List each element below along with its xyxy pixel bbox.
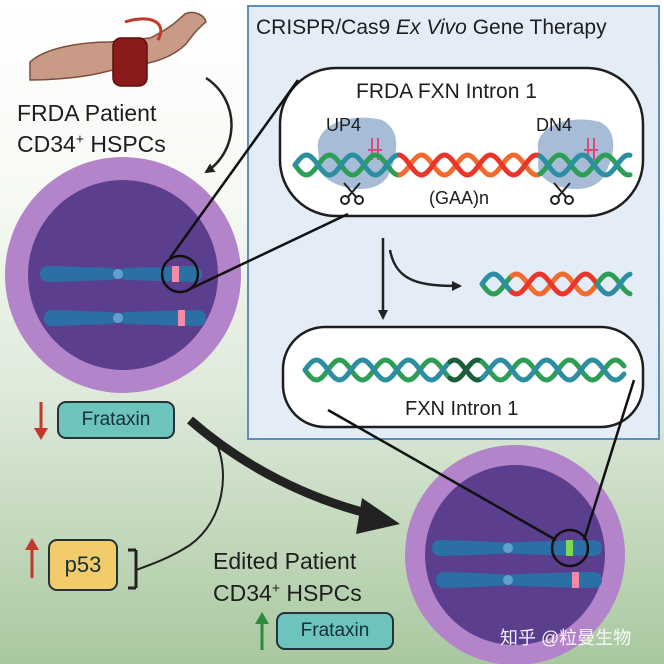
patient-label-line2: CD34+ HSPCs	[17, 131, 166, 158]
fragment-strand-1-1	[509, 271, 601, 297]
title-prefix: CRISPR/Cas9	[256, 16, 397, 39]
repaired-strand-2-1	[479, 357, 627, 383]
patient-cd34: CD34	[17, 131, 76, 157]
edited-hspcs: HSPCs	[280, 580, 362, 606]
intron-top-strand-0-1	[292, 152, 402, 178]
frataxin-high-label: Frataxin	[300, 620, 370, 641]
arrow-patient-to-cell	[204, 76, 233, 174]
frataxin-high-pill: Frataxin	[276, 612, 394, 650]
intron-top-strand-2-0	[537, 152, 633, 178]
blood-bag-icon	[112, 37, 148, 87]
zoom-line-edited-right	[582, 379, 636, 541]
repaired-strand-2-0	[479, 357, 627, 383]
title-italic: Ex Vivo	[396, 16, 467, 39]
frataxin-down-arrow-icon	[34, 402, 48, 440]
fragment-strand-0-0	[479, 273, 515, 297]
dna-helix-excised-fragment	[479, 271, 633, 297]
dna-helix-intron-repaired	[302, 357, 627, 383]
watermark: 知乎 @粒曼生物	[500, 628, 632, 648]
edited-cell-nucleus	[425, 465, 605, 645]
frataxin-up-arrow-icon	[255, 612, 269, 650]
scissors-down-icon	[550, 182, 574, 205]
repaired-strand-1-1	[447, 357, 485, 383]
edited-label-line2: CD34+ HSPCs	[213, 580, 362, 607]
fragment-strand-2-1	[595, 271, 633, 297]
frataxin-low-pill: Frataxin	[57, 401, 175, 439]
down-guide-label: DN4	[536, 115, 573, 135]
edited-label-line1: Edited Patient	[213, 548, 357, 574]
patient-label-line1: FRDA Patient	[17, 100, 157, 126]
up-guide-label: UP4	[326, 115, 362, 135]
p53-up-arrow-icon	[25, 538, 39, 578]
intron-top-strand-1-1	[397, 152, 543, 178]
intron-top-label: FRDA FXN Intron 1	[356, 80, 537, 103]
edited-chromosome-1	[432, 540, 602, 556]
patient-hspcs: HSPCs	[84, 131, 166, 157]
p53-inhibition-line	[135, 439, 224, 571]
edited-cd34: CD34	[213, 580, 272, 606]
repeat-label: (GAA)n	[429, 188, 490, 208]
therapy-panel-title: CRISPR/Cas9 Ex Vivo Gene Therapy	[256, 16, 607, 40]
p53-pill: p53	[48, 539, 118, 591]
fragment-strand-2-0	[595, 271, 633, 297]
zoom-circle-patient	[160, 254, 200, 294]
scissors-up-icon	[340, 182, 364, 205]
arrow-to-fragment	[388, 249, 462, 291]
patient-chromosome-2	[44, 310, 206, 326]
intron-top-strand-0-0	[292, 152, 402, 178]
repaired-strand-0-1	[302, 357, 452, 383]
zoom-line-lower	[189, 212, 349, 291]
intron-top-strand-1-0	[397, 152, 543, 178]
p53-label: p53	[64, 552, 102, 577]
edited-chromosome-2	[436, 572, 602, 588]
patient-cd34-sup: +	[75, 130, 84, 147]
blood-tube	[124, 17, 163, 41]
fragment-strand-0-1	[479, 271, 515, 295]
dna-helix-intron-top	[292, 152, 633, 178]
zoom-line-edited-left	[327, 408, 557, 542]
zoom-circle-edited	[550, 528, 590, 568]
edited-cd34-sup: +	[271, 579, 280, 596]
fragment-strand-1-0	[509, 271, 601, 297]
arrow-to-edited-cell	[187, 416, 380, 521]
intron-bottom-label: FXN Intron 1	[405, 398, 519, 420]
p53-inhibition-bar	[128, 548, 138, 590]
frataxin-low-label: Frataxin	[81, 409, 151, 430]
intron-top-strand-2-1	[537, 152, 633, 178]
zoom-line-upper	[168, 79, 300, 259]
title-suffix: Gene Therapy	[466, 16, 607, 39]
